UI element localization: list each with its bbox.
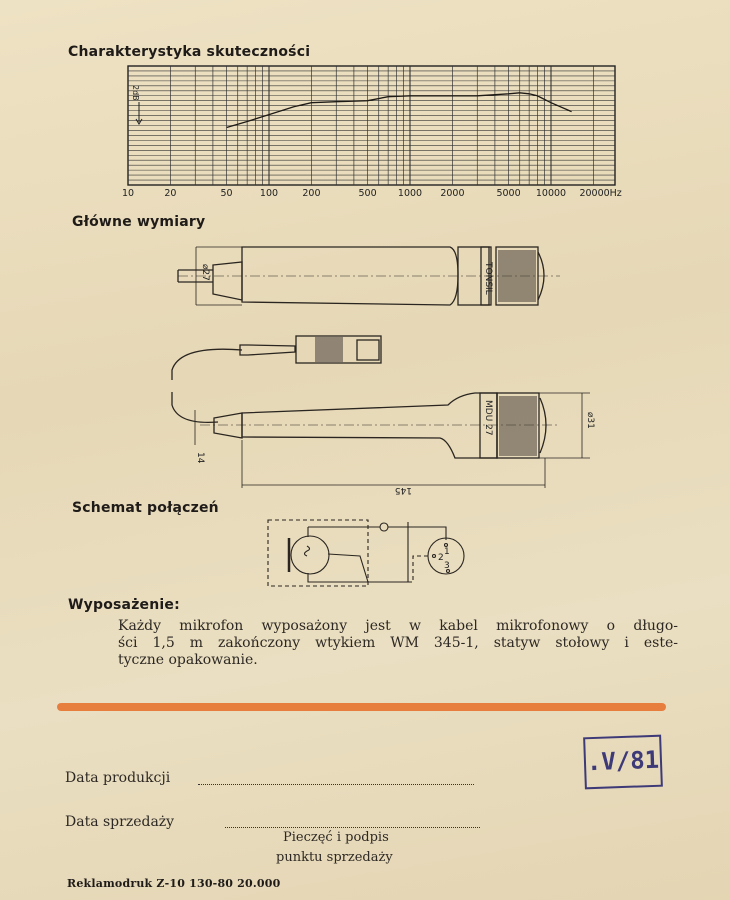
x-tick-label: 10000 [536,188,566,199]
response-title: Charakterystyka skuteczności [68,44,311,60]
pin-2-label: 2 [438,553,444,563]
db-scale-arrow [135,102,143,125]
equipment-line-1: Każdy mikrofon wyposażony jest w kabel m… [118,618,678,634]
grille-top [495,246,539,306]
x-tick-label: 2000 [440,188,464,199]
accent-divider [57,703,666,711]
x-tick-label: 10 [122,188,134,199]
x-tick-label: 50 [221,188,233,199]
dim-length: 145 [395,485,412,495]
x-tick-label: 1000 [398,188,422,199]
model-label: MDU 27 [483,400,493,436]
dim-height: 14 [195,452,205,464]
x-tick-label: 20 [164,188,176,199]
x-tick-label: 100 [260,188,278,199]
dim-diameter: ⌀31 [585,412,595,429]
connector [295,335,382,364]
equipment-line-2: ści 1,5 m zakończony wtykiem WM 345-1, s… [118,635,678,651]
pin-1-label: 1 [444,547,450,557]
response-curve [226,92,572,129]
production-date-label: Data produkcji [65,770,171,786]
equipment-line-3: tyczne opakowanie. [118,652,258,668]
sale-date-label: Data sprzedaży [65,814,175,830]
brand-label: TONSIL [483,261,493,295]
cable-stub [177,269,213,283]
dim-diameter-small: ⌀27 [200,264,210,281]
wiring-title: Schemat połączeń [72,500,219,516]
date-stamp: .V/81 [583,734,663,790]
mic-body-side [241,392,498,459]
frequency-response-chart: 10 20 50 100 200 500 1000 2000 5000 10000 20000Hz 2… [122,65,622,199]
dimensions-title: Główne wymiary [72,214,206,230]
stamp-note-1: Pieczęć i podpis [283,830,389,845]
x-tick-label: 20000Hz [579,188,621,199]
production-date-field[interactable] [198,784,474,785]
sale-date-field[interactable] [225,827,480,828]
y-axis-label: 2dB [131,85,140,101]
x-tick-label: 200 [302,188,320,199]
stamp-note-2: punktu sprzedaży [276,850,393,865]
x-tick-label: 500 [358,188,376,199]
cable [171,348,243,424]
pin-3-label: 3 [444,561,450,571]
printer-imprint: Reklamodruk Z-10 130-80 20.000 [67,877,281,890]
equipment-title: Wyposażenie: [68,597,180,613]
grille-side [496,392,540,459]
x-tick-label: 5000 [496,188,520,199]
mic-body-top [241,246,459,306]
